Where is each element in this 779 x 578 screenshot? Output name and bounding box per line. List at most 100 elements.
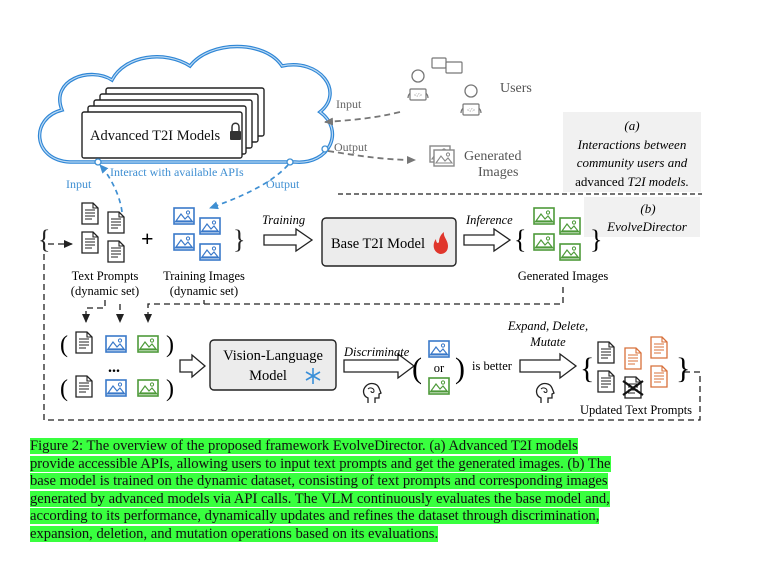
inference-label: Inference bbox=[465, 213, 513, 227]
updated-doc-icon bbox=[597, 341, 615, 364]
discriminate-label: Discriminate bbox=[343, 345, 410, 359]
generated-label-top-1: Generated bbox=[464, 149, 522, 164]
generated-image-icon bbox=[559, 217, 581, 235]
api-interact-label: Interact with available APIs bbox=[110, 165, 244, 179]
input-label-top: Input bbox=[336, 97, 362, 111]
generated-image-icon bbox=[533, 207, 555, 225]
pairs-ellipsis: ... bbox=[108, 359, 120, 376]
svg-text:{: { bbox=[38, 225, 50, 254]
output-arrow-top bbox=[327, 150, 416, 164]
api-input-label: Input bbox=[66, 177, 92, 191]
user-icon bbox=[460, 84, 482, 116]
generated-image-icon bbox=[559, 243, 581, 261]
training-image-icon bbox=[199, 243, 221, 261]
training-image-icon bbox=[199, 217, 221, 235]
pair-image-icon bbox=[137, 335, 159, 353]
generated-to-pairs-line bbox=[144, 287, 564, 323]
panel-a-line3-prefix: advanced bbox=[575, 174, 627, 189]
svg-text:): ) bbox=[166, 376, 174, 402]
base-model-label: Base T2I Model bbox=[331, 236, 425, 252]
api-input-arrow bbox=[99, 164, 123, 213]
text-prompt-doc-icon bbox=[81, 231, 99, 254]
panel-b-box bbox=[584, 197, 700, 237]
caption-line: according to its performance, dynamicall… bbox=[30, 508, 600, 525]
text-prompt-doc-icon bbox=[107, 240, 125, 263]
or-label: or bbox=[434, 361, 445, 375]
thinking-head-icon bbox=[535, 382, 555, 404]
svg-text:(: ( bbox=[60, 376, 68, 402]
expand-arrow bbox=[519, 352, 578, 380]
svg-text:{: { bbox=[514, 225, 526, 254]
to-vlm-arrow bbox=[179, 353, 207, 379]
inference-arrow bbox=[463, 227, 512, 253]
output-label-top: Output bbox=[334, 140, 368, 154]
user-icon bbox=[407, 69, 429, 101]
pair-doc-icon bbox=[75, 331, 93, 354]
svg-text:(: ( bbox=[412, 352, 422, 385]
caption-line: provide accessible APIs, allowing users … bbox=[30, 455, 611, 472]
discriminate-arrow bbox=[343, 352, 416, 380]
api-output-label: Output bbox=[266, 177, 300, 191]
vlm-label-2: Model bbox=[249, 368, 287, 384]
vlm-box bbox=[209, 339, 337, 391]
caption-line: Figure 2: The overview of the proposed f… bbox=[30, 438, 578, 454]
lock-icon bbox=[230, 122, 241, 140]
generated-images-icon bbox=[429, 145, 455, 167]
updated-doc-icon bbox=[624, 347, 642, 370]
compare-image-icon bbox=[428, 377, 450, 395]
training-image-icon bbox=[173, 233, 195, 251]
figure-caption: Figure 2: The overview of the proposed f… bbox=[30, 438, 750, 544]
svg-text:}: } bbox=[590, 225, 602, 254]
plus-sign: + bbox=[141, 226, 154, 251]
base-model-box bbox=[321, 217, 457, 267]
updated-doc-icon bbox=[650, 336, 668, 359]
cloud-model-label: Advanced T2I Models bbox=[90, 128, 221, 144]
panel-a-line1: Interactions between bbox=[577, 137, 687, 152]
generated-image-icon bbox=[533, 233, 555, 251]
updated-prompts-label: Updated Text Prompts bbox=[580, 403, 692, 417]
svg-text:}: } bbox=[676, 352, 690, 385]
framework-figure: </> Advanced T2I Models Users Input Outp… bbox=[37, 44, 702, 421]
training-images-label-1: Training Images bbox=[163, 269, 245, 283]
svg-text:): ) bbox=[166, 332, 174, 358]
svg-text:}: } bbox=[233, 225, 245, 254]
svg-text:advanced T2I models.: advanced T2I models. bbox=[575, 174, 689, 189]
text-prompts-label-1: Text Prompts bbox=[72, 269, 139, 283]
panel-a-line2: community users and bbox=[577, 155, 688, 170]
feedback-loop-line bbox=[43, 240, 701, 421]
svg-text:(: ( bbox=[60, 332, 68, 358]
snowflake-icon bbox=[305, 368, 321, 384]
svg-text:{: { bbox=[580, 352, 594, 385]
pair-doc-icon bbox=[75, 375, 93, 398]
users-label: Users bbox=[500, 81, 532, 96]
input-arrow-top bbox=[324, 111, 401, 126]
panel-b-name: EvolveDirector bbox=[606, 219, 688, 234]
text-prompt-doc-icon bbox=[81, 202, 99, 225]
expand-label-1: Expand, Delete, bbox=[507, 319, 588, 333]
training-label: Training bbox=[262, 213, 305, 227]
panel-a-line3-em: T2I models. bbox=[627, 174, 688, 189]
generated-images-label: Generated Images bbox=[518, 269, 609, 283]
training-image-icon bbox=[173, 207, 195, 225]
compare-image-icon bbox=[428, 340, 450, 358]
pair-image-icon bbox=[137, 379, 159, 397]
model-stack bbox=[81, 87, 265, 159]
expand-label-2: Mutate bbox=[529, 335, 566, 349]
training-images-label-2: (dynamic set) bbox=[170, 284, 238, 298]
panel-b-tag: (b) bbox=[640, 201, 655, 216]
text-prompt-doc-icon bbox=[107, 211, 125, 234]
pair-image-icon bbox=[105, 379, 127, 397]
chat-bubbles-icon bbox=[431, 57, 463, 74]
generated-label-top-2: Images bbox=[478, 165, 518, 180]
updated-doc-icon bbox=[650, 365, 668, 388]
text-prompts-label-2: (dynamic set) bbox=[71, 284, 139, 298]
pair-image-icon bbox=[105, 335, 127, 353]
caption-line: generated by advanced models via API cal… bbox=[30, 490, 610, 507]
training-arrow bbox=[263, 227, 314, 253]
panel-a-box bbox=[563, 112, 701, 192]
panel-a-tag: (a) bbox=[624, 118, 639, 133]
updated-doc-icon bbox=[597, 370, 615, 393]
deleted-doc-icon bbox=[622, 376, 644, 399]
caption-line: base model is trained on the dynamic dat… bbox=[30, 473, 608, 490]
flame-icon bbox=[433, 232, 448, 254]
